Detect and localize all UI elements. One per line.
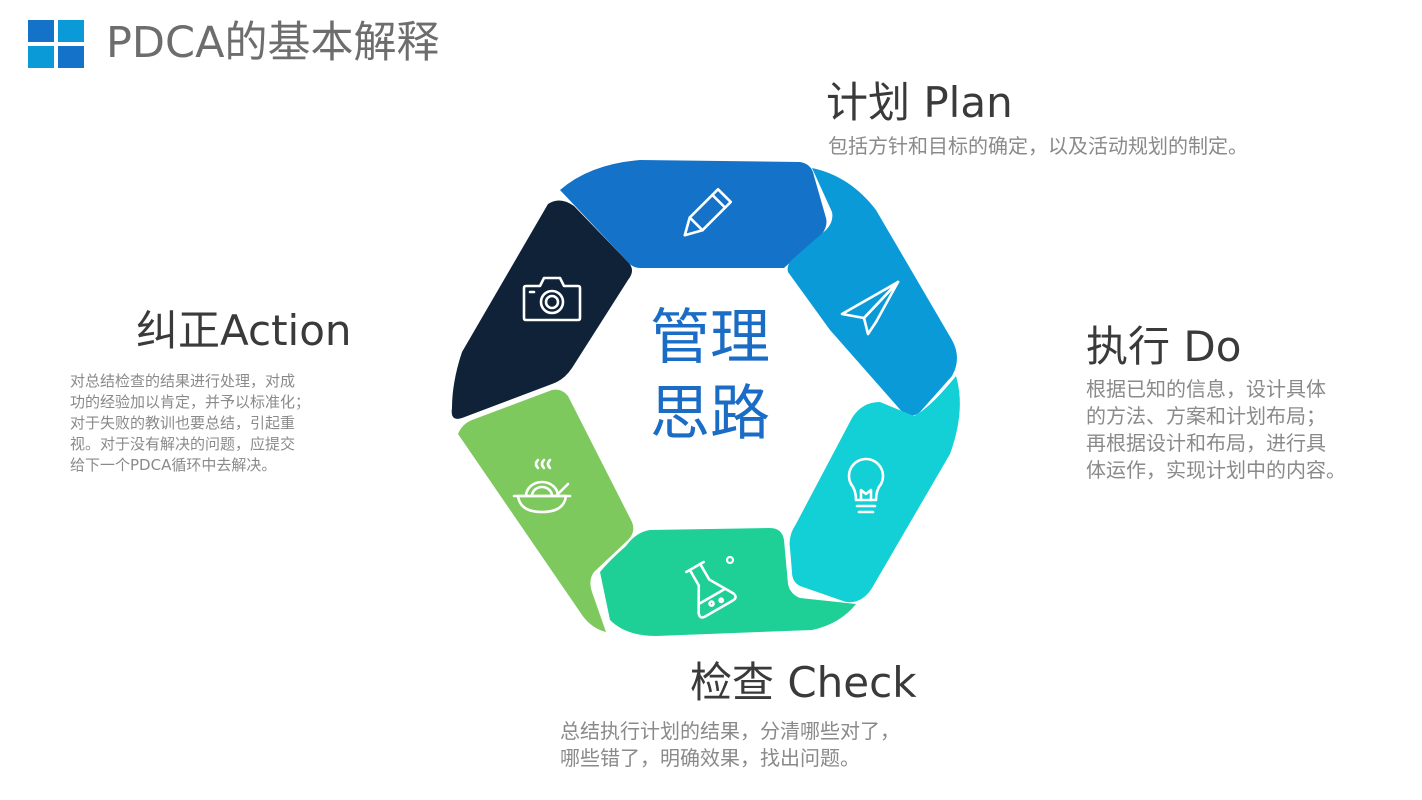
camera-icon: [522, 276, 582, 322]
do-heading: 执行 Do: [1086, 322, 1242, 371]
page-title: PDCA的基本解释: [106, 18, 440, 68]
lightbulb-icon: [847, 457, 885, 514]
action-description: 对总结检查的结果进行处理，对成 功的经验加以肯定，并予以标准化； 对于失败的教训…: [70, 372, 311, 474]
food-bowl-icon: [512, 458, 572, 514]
logo-icon: [28, 20, 84, 68]
do-segment: [787, 168, 957, 416]
center-title: 管理 思路: [632, 300, 788, 452]
flask-icon: [685, 560, 737, 619]
check-segment-green: [600, 528, 856, 636]
action-heading: 纠正Action: [136, 306, 352, 355]
center-title-line1: 管理: [650, 303, 770, 373]
bubble-icon: [725, 555, 735, 565]
check-segment-cyan: [789, 376, 960, 603]
action-segment-dark: [451, 200, 632, 419]
plan-heading: 计划 Plan: [826, 78, 1013, 127]
do-description: 根据已知的信息，设计具体 的方法、方案和计划布局； 再根据设计和布局，进行具 体…: [1086, 377, 1346, 482]
center-title-line2: 思路: [650, 379, 770, 449]
pencil-icon: [683, 187, 733, 237]
check-heading: 检查 Check: [690, 658, 917, 707]
paper-plane-icon: [840, 280, 900, 336]
plan-description: 包括方针和目标的确定，以及活动规划的制定。: [828, 134, 1248, 158]
check-description: 总结执行计划的结果，分清哪些对了， 哪些错了，明确效果，找出问题。: [560, 719, 900, 770]
